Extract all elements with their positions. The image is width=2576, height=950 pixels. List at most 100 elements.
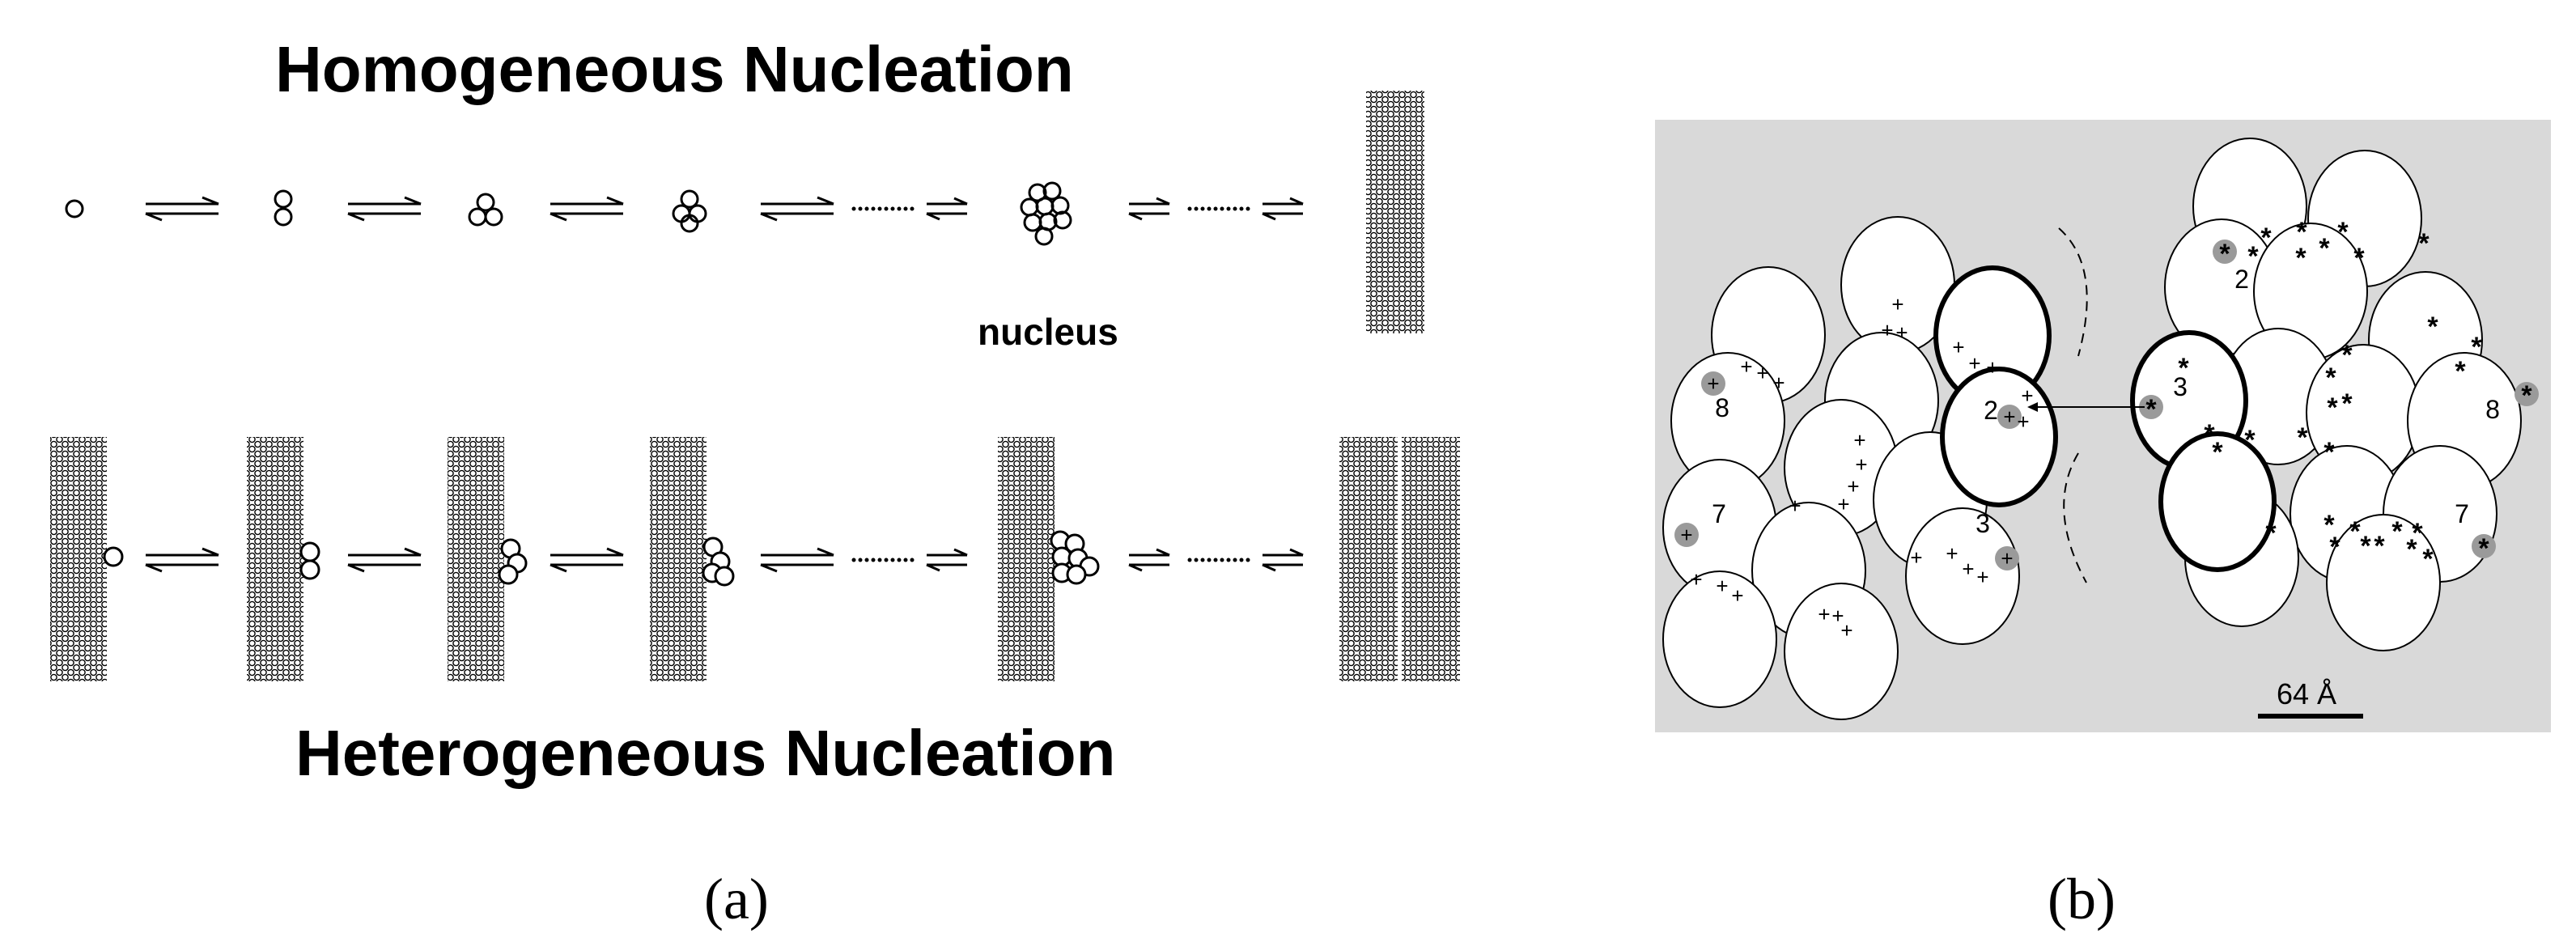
svg-text:+: + xyxy=(1740,354,1752,379)
left-cluster-bold xyxy=(1933,265,2058,507)
homogeneous-title: Homogeneous Nucleation xyxy=(275,33,1074,105)
nucleus-label: nucleus xyxy=(978,311,1118,353)
svg-text:+: + xyxy=(1952,335,1964,359)
fibril xyxy=(1366,91,1424,333)
svg-text:*: * xyxy=(2297,422,2308,453)
svg-text:*: * xyxy=(2412,518,2423,549)
dashed-arc xyxy=(2058,227,2088,357)
nucleus-cluster xyxy=(1020,181,1072,246)
svg-text:*: * xyxy=(2406,534,2417,565)
svg-text:+: + xyxy=(1731,583,1743,608)
svg-text:+: + xyxy=(1818,602,1830,626)
svg-text:+: + xyxy=(1853,428,1865,452)
svg-text:*: * xyxy=(2265,518,2277,549)
svg-text:*: * xyxy=(2212,437,2223,468)
svg-text:+: + xyxy=(2003,405,2015,429)
svg-text:*: * xyxy=(2374,531,2385,562)
label-right-3: 3 xyxy=(2173,372,2188,401)
scale-label: 64 Å xyxy=(2277,677,2336,710)
svg-text:+: + xyxy=(1976,565,1988,589)
caption-a-text: (a) xyxy=(704,867,769,931)
tetramer xyxy=(672,189,707,233)
svg-text:*: * xyxy=(2145,394,2157,425)
svg-text:*: * xyxy=(2478,533,2489,564)
svg-text:*: * xyxy=(2219,239,2230,269)
right-cluster-bold xyxy=(2130,330,2277,572)
svg-text:+: + xyxy=(1962,557,1974,581)
svg-text:+: + xyxy=(1847,474,1859,498)
svg-text:*: * xyxy=(2327,392,2338,423)
double-fibril xyxy=(1339,437,1398,681)
label-left-3: 3 xyxy=(1975,509,1990,538)
svg-text:+: + xyxy=(1855,452,1867,477)
svg-text:+: + xyxy=(1756,361,1768,385)
svg-text:*: * xyxy=(2471,332,2482,363)
svg-text:+: + xyxy=(1986,355,1998,380)
trimer xyxy=(468,193,503,227)
heterogeneous-row xyxy=(50,437,1460,681)
svg-text:+: + xyxy=(1716,574,1728,598)
label-right-8: 8 xyxy=(2485,395,2500,424)
svg-text:+: + xyxy=(1772,371,1785,395)
svg-text:*: * xyxy=(2341,340,2353,371)
caption-b-text: (b) xyxy=(2048,867,2116,931)
svg-text:+: + xyxy=(1881,318,1893,342)
svg-text:*: * xyxy=(2337,217,2349,248)
svg-text:+: + xyxy=(1840,618,1852,643)
svg-text:+: + xyxy=(1707,371,1719,396)
svg-text:*: * xyxy=(2455,356,2466,387)
svg-text:*: * xyxy=(2360,531,2371,562)
svg-text:*: * xyxy=(2391,516,2403,547)
seed-fibril xyxy=(50,437,107,681)
svg-text:*: * xyxy=(2329,532,2340,562)
label-left-2: 2 xyxy=(1984,396,1998,425)
svg-text:*: * xyxy=(2260,223,2272,253)
svg-text:*: * xyxy=(2296,217,2307,248)
svg-text:*: * xyxy=(2521,380,2532,411)
svg-text:*: * xyxy=(2178,353,2189,384)
double-fibril xyxy=(1402,437,1460,681)
svg-text:*: * xyxy=(2325,363,2336,393)
svg-text:+: + xyxy=(2001,546,2013,570)
seed-fibril xyxy=(448,437,504,681)
caption-a: (a) xyxy=(704,866,769,933)
svg-text:+: + xyxy=(1831,604,1844,628)
svg-text:*: * xyxy=(2323,437,2335,468)
svg-text:+: + xyxy=(1680,523,1692,547)
svg-text:*: * xyxy=(2418,228,2430,259)
svg-text:+: + xyxy=(1789,494,1801,518)
svg-text:*: * xyxy=(2204,419,2215,450)
seed-fibril xyxy=(650,437,707,681)
svg-text:*: * xyxy=(2341,388,2353,419)
svg-text:+: + xyxy=(1690,567,1702,592)
svg-text:*: * xyxy=(2295,243,2307,274)
svg-text:*: * xyxy=(2244,425,2256,456)
svg-text:+: + xyxy=(1910,545,1922,570)
seed-fibril xyxy=(247,437,303,681)
heterogeneous-title: Heterogeneous Nucleation xyxy=(295,717,1116,789)
svg-text:*: * xyxy=(2427,312,2438,342)
dashed-arc xyxy=(2063,452,2087,583)
svg-text:*: * xyxy=(2353,243,2365,274)
svg-text:+: + xyxy=(2021,384,2033,408)
caption-b: (b) xyxy=(2048,866,2116,933)
panel-b: + + + + +++ +++ +++ ++ ++++ + ++++ +++ +… xyxy=(1655,120,2551,732)
dimer xyxy=(274,189,293,227)
seed-fibril xyxy=(998,437,1055,681)
svg-text:+: + xyxy=(1946,541,1958,566)
right-cluster xyxy=(2164,138,2522,651)
asterisk-marks: *** *** *** *** *** ** **** * ** **** **… xyxy=(2145,217,2532,575)
svg-text:*: * xyxy=(2349,516,2361,547)
plus-marks: + + + + +++ +++ +++ ++ ++++ + ++++ +++ +… xyxy=(1680,292,2033,643)
svg-text:*: * xyxy=(2422,544,2434,575)
label-right-7: 7 xyxy=(2455,499,2469,528)
label-left-8: 8 xyxy=(1715,393,1729,422)
svg-text:+: + xyxy=(1891,292,1903,316)
left-cluster xyxy=(1662,216,2020,720)
homogeneous-row xyxy=(65,91,1424,333)
label-left-7: 7 xyxy=(1712,499,1726,528)
svg-text:+: + xyxy=(1895,320,1908,345)
svg-text:+: + xyxy=(1968,351,1980,375)
